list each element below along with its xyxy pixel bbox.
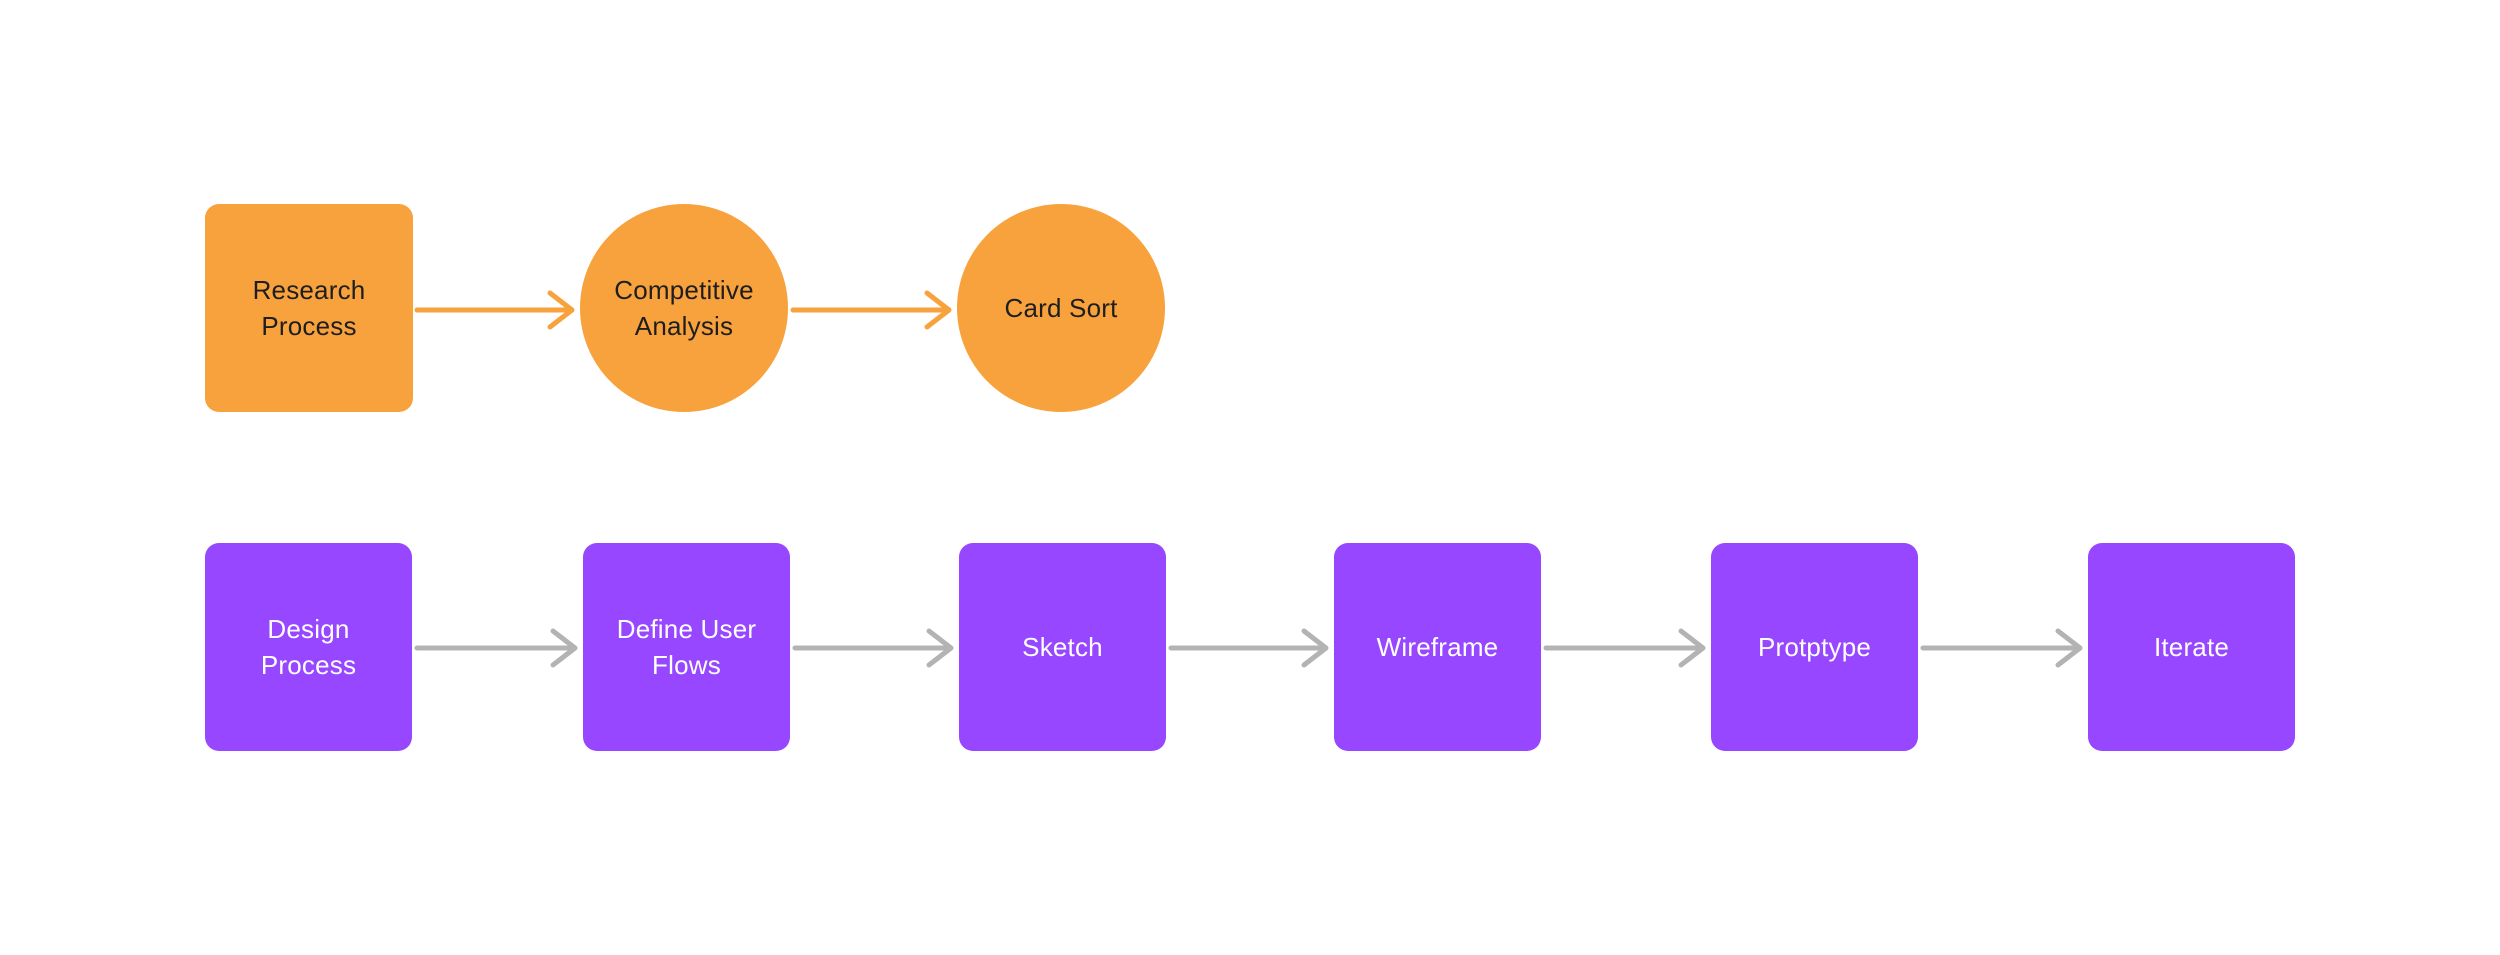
connector-arrow-competitive-to-cardsort[interactable] — [790, 290, 953, 330]
node-prototype[interactable]: Protptype — [1711, 543, 1918, 751]
node-research-process[interactable]: Research Process — [205, 204, 413, 412]
node-sketch-label: Sketch — [1022, 632, 1103, 662]
node-iterate-label: Iterate — [2153, 632, 2230, 662]
connector-arrow-sketch-to-wireframe[interactable] — [1168, 628, 1330, 668]
connector-arrow-research-to-competitive[interactable] — [414, 290, 576, 330]
node-research-process-label: Research Process — [252, 275, 366, 341]
node-card-sort-label: Card Sort — [1004, 293, 1118, 323]
node-card-sort[interactable]: Card Sort — [957, 204, 1165, 412]
connector-arrow-flows-to-sketch[interactable] — [792, 628, 955, 668]
node-wireframe[interactable]: Wireframe — [1334, 543, 1541, 751]
connector-arrow-wireframe-to-prototype[interactable] — [1543, 628, 1707, 668]
node-design-process[interactable]: Design Process — [205, 543, 412, 751]
node-design-process-label: Design Process — [260, 614, 357, 680]
node-competitive-analysis[interactable]: Competitive Analysis — [580, 204, 788, 412]
node-iterate[interactable]: Iterate — [2088, 543, 2295, 751]
connector-arrow-prototype-to-iterate[interactable] — [1920, 628, 2084, 668]
node-wireframe-label: Wireframe — [1376, 632, 1499, 662]
node-prototype-label: Protptype — [1757, 632, 1872, 662]
node-define-user-flows-label: Define User Flows — [616, 614, 757, 680]
connector-arrow-design-to-flows[interactable] — [414, 628, 579, 668]
node-define-user-flows[interactable]: Define User Flows — [583, 543, 790, 751]
node-competitive-analysis-label: Competitive Analysis — [614, 275, 754, 341]
node-sketch[interactable]: Sketch — [959, 543, 1166, 751]
